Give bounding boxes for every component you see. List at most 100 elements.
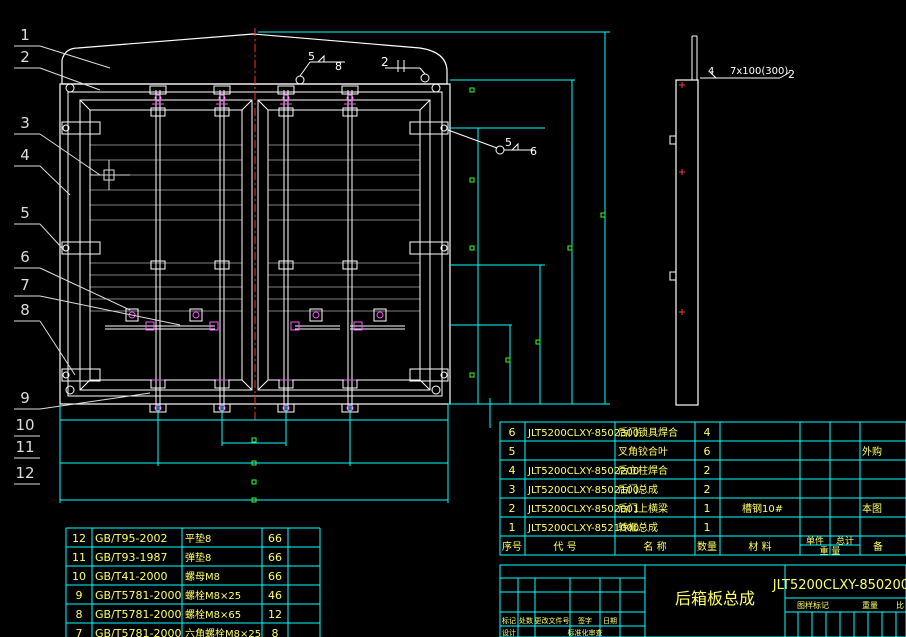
balloon-6: 6	[20, 248, 30, 266]
right-door-inner	[267, 109, 421, 381]
weld-dot	[495, 145, 505, 155]
std-row-name: 螺栓M8×25	[185, 589, 241, 602]
std-row-no: 9	[76, 589, 83, 602]
bevel-line	[241, 99, 253, 111]
lock-bar-guide	[150, 260, 166, 270]
lock-bar-guide	[342, 260, 358, 270]
std-row-qty: 66	[268, 551, 282, 564]
left-door-panel	[79, 99, 253, 391]
handle-clip	[353, 321, 363, 331]
bolt-marker	[282, 94, 290, 102]
balloon-4: 4	[20, 146, 30, 164]
std-row-name: 六角螺栓M8×25	[185, 627, 261, 637]
lock-bar-guide	[278, 379, 294, 389]
std-row-name: 螺母M8	[185, 571, 220, 583]
dim-value-mark	[251, 437, 257, 443]
std-row-code: GB/T93-1987	[95, 551, 167, 564]
hinge-pin	[62, 124, 70, 132]
lock-bar-guide	[342, 107, 358, 117]
weld-count: 6	[530, 145, 537, 158]
handle-bolt	[128, 311, 136, 319]
handle-hub	[373, 308, 387, 322]
handle-clip	[209, 321, 219, 331]
balloon-8: 8	[20, 301, 30, 319]
weld-spec: 7x100(300)	[730, 66, 788, 77]
parts-row-name: 叉角铰合叶	[618, 445, 668, 458]
hinge-left	[61, 121, 101, 135]
hinge-pin	[62, 244, 70, 252]
dim-value-mark	[251, 479, 257, 485]
handle-hub	[125, 308, 139, 322]
hinge-pin	[440, 244, 448, 252]
parts-row-qty: 2	[704, 464, 711, 477]
parts-row-qty: 1	[704, 502, 711, 515]
lock-bar-guide	[278, 107, 294, 117]
weight-label: 重量	[862, 600, 878, 610]
parts-row-material: 槽钢10#	[742, 502, 783, 515]
dim-value-mark	[600, 212, 606, 218]
parts-row-qty: 1	[704, 521, 711, 534]
std-row-no: 8	[76, 608, 83, 621]
hinge-right	[409, 121, 449, 135]
dim-value-mark	[535, 339, 541, 345]
weld-fillet-symbol	[511, 142, 519, 151]
parts-row-name: 后立柱焊合	[618, 464, 668, 477]
cam-keeper-top	[213, 85, 231, 95]
parts-row-name: 后门锁具焊合	[618, 426, 678, 439]
header-qty: 数量	[697, 540, 717, 553]
hinge-pin	[440, 371, 448, 379]
balloon-leader	[39, 320, 76, 376]
bolt-marker	[218, 94, 226, 102]
lock-bar-guide	[214, 107, 230, 117]
balloon-leader	[39, 133, 101, 176]
parts-row-code: JLT5200CLXY-8502300	[527, 428, 639, 439]
cam-keeper-top	[277, 85, 295, 95]
handle-bolt	[376, 311, 384, 319]
parts-row-no: 3	[509, 483, 516, 496]
weld-size: 2	[381, 55, 389, 69]
balloon-leader	[39, 267, 131, 311]
bevel-line	[79, 99, 91, 111]
header-no: 序号	[502, 540, 522, 553]
handle-clip	[145, 321, 155, 331]
drawing-title: 后箱板总成	[675, 589, 755, 608]
weld-fillet-symbol	[317, 54, 325, 63]
std-row-qty: 8	[272, 627, 279, 637]
rev-label: 签字	[578, 616, 592, 625]
bevel-line	[419, 99, 431, 111]
std-row-qty: 66	[268, 532, 282, 545]
handle-clip	[290, 321, 300, 331]
parts-row-qty: 6	[704, 445, 711, 458]
side-view-beam	[675, 79, 699, 406]
std-row-name: 平垫8	[185, 532, 211, 545]
weld-fillet	[709, 71, 717, 79]
lock-bar-guide	[342, 379, 358, 389]
balloon-12: 12	[15, 464, 34, 482]
bevel-line	[241, 379, 253, 391]
parts-row-code: JLT5200CLXY-8502001	[527, 504, 639, 515]
balloon-11: 11	[15, 438, 34, 456]
dim-value-mark	[469, 177, 475, 183]
corner-bolt	[431, 385, 441, 395]
dim-value-mark	[567, 245, 573, 251]
std-row-qty: 66	[268, 570, 282, 583]
parts-row-code: JLT5200CLXY-8502200	[527, 466, 639, 477]
design-label: 设计	[502, 628, 516, 637]
corner-bolt	[65, 385, 75, 395]
parts-row-no: 1	[509, 521, 516, 534]
left-door-inner	[89, 109, 243, 381]
balloon-leader	[39, 165, 71, 196]
dim-value-mark	[469, 87, 475, 93]
balloon-1: 1	[20, 26, 30, 44]
corner-bolt	[65, 83, 75, 93]
bevel-line	[257, 379, 269, 391]
balloon-leader	[39, 223, 63, 249]
stage-label: 图样标记	[797, 600, 829, 610]
parts-row-remark: 外购	[862, 445, 882, 458]
handle-hub	[309, 308, 323, 322]
balloon-leader	[39, 295, 181, 326]
balloon-leader	[39, 45, 111, 69]
header-unit-weight: 单件	[806, 535, 824, 547]
dim-value-mark	[251, 460, 257, 466]
weld-count: 2	[788, 68, 795, 81]
